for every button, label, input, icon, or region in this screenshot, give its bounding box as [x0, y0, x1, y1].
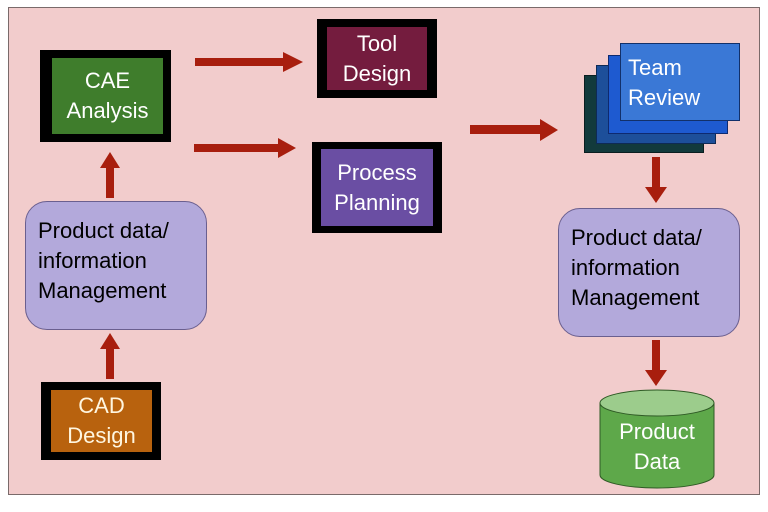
arrow-cae-to-process — [194, 138, 296, 158]
cad-design-line2: Design — [67, 423, 136, 448]
tool-design-box: Tool Design — [327, 27, 427, 90]
pdm-right-node: Product data/ information Management — [558, 208, 740, 337]
arrow-pdm-to-product-data — [645, 340, 667, 386]
pdm-right-line3: Management — [571, 285, 700, 310]
process-planning-line1: Process — [337, 159, 417, 185]
product-data-line2: Data — [633, 449, 681, 474]
cad-design-box: CAD Design — [51, 390, 152, 452]
product-data-node: Product Data — [598, 387, 716, 491]
arrow-team-to-pdm — [645, 157, 667, 203]
team-review-node: Team Review — [620, 43, 740, 121]
pdm-left-line1: Product data/ — [38, 218, 169, 243]
team-review-line1: Team — [628, 55, 682, 80]
database-cylinder-icon — [599, 389, 715, 489]
cae-analysis-line1: CAE — [84, 68, 131, 93]
arrow-cae-to-tool — [195, 52, 303, 72]
pdm-right-line1: Product data/ — [571, 225, 702, 250]
cae-analysis-box: CAE Analysis — [52, 58, 163, 134]
process-planning-box: Process Planning — [321, 149, 433, 226]
pdm-left-line2: information — [38, 248, 147, 273]
tool-design-line2: Design — [342, 60, 412, 86]
arrow-cad-to-pdm — [100, 333, 120, 379]
product-data-line1: Product — [619, 419, 695, 444]
team-review-line2: Review — [628, 85, 701, 110]
pdm-right-line2: information — [571, 255, 680, 280]
cae-analysis-line2: Analysis — [66, 98, 149, 123]
arrow-pdm-to-cae — [100, 152, 120, 198]
cad-design-line1: CAD — [78, 393, 125, 418]
pdm-left-node: Product data/ information Management — [25, 201, 207, 330]
tool-design-line1: Tool — [356, 30, 398, 56]
pdm-left-line3: Management — [38, 278, 167, 303]
arrow-to-team-review — [470, 119, 558, 141]
process-planning-line2: Planning — [334, 189, 420, 215]
